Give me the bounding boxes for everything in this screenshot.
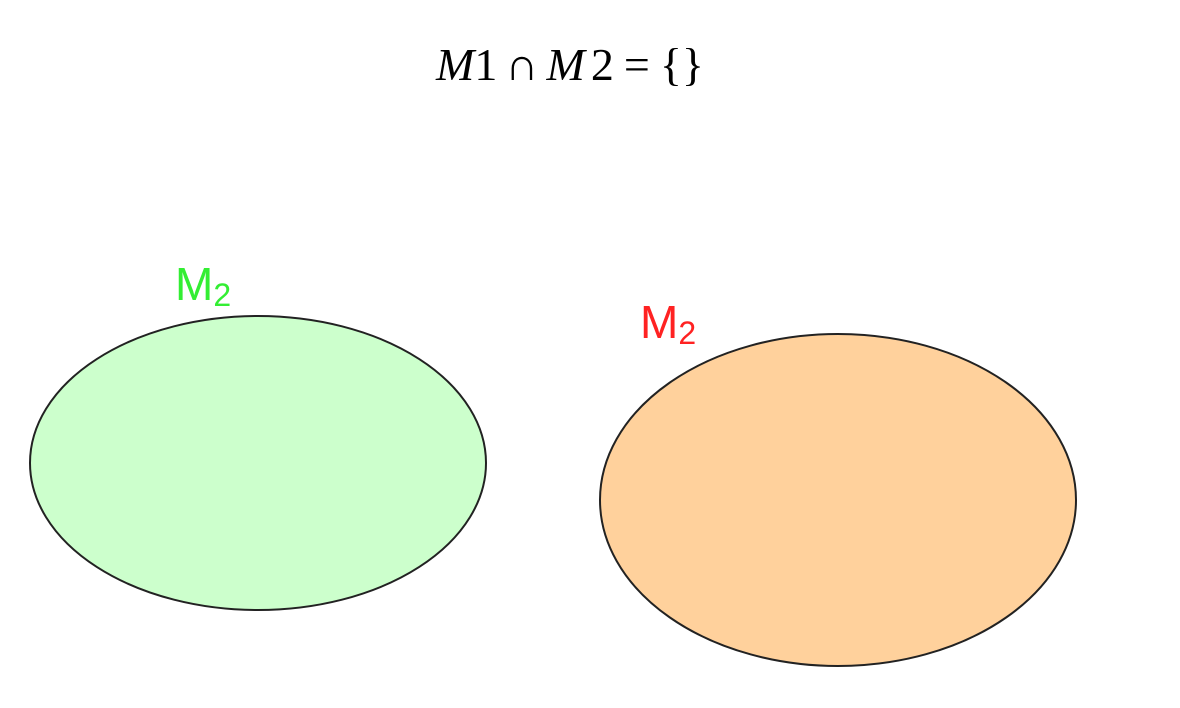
set-label-orange: M2: [640, 296, 696, 351]
formula-set-1-index: 1: [474, 39, 497, 90]
formula-set-2-index: 2: [591, 39, 614, 90]
set-label-orange-sub: 2: [678, 315, 696, 351]
set-label-green-sub: 2: [213, 277, 231, 313]
formula-equals: =: [624, 39, 650, 90]
set-label-green-main: M: [175, 258, 213, 310]
formula-empty-set: {}: [660, 39, 704, 90]
set-ellipse-green: [29, 315, 487, 611]
formula-intersection-symbol: ∩: [505, 39, 538, 90]
formula-set-2-letter: M: [546, 39, 588, 90]
set-label-green: M2: [175, 258, 231, 313]
set-ellipse-orange: [599, 333, 1077, 667]
set-label-orange-main: M: [640, 296, 678, 348]
formula-set-1-letter: M: [435, 39, 477, 90]
